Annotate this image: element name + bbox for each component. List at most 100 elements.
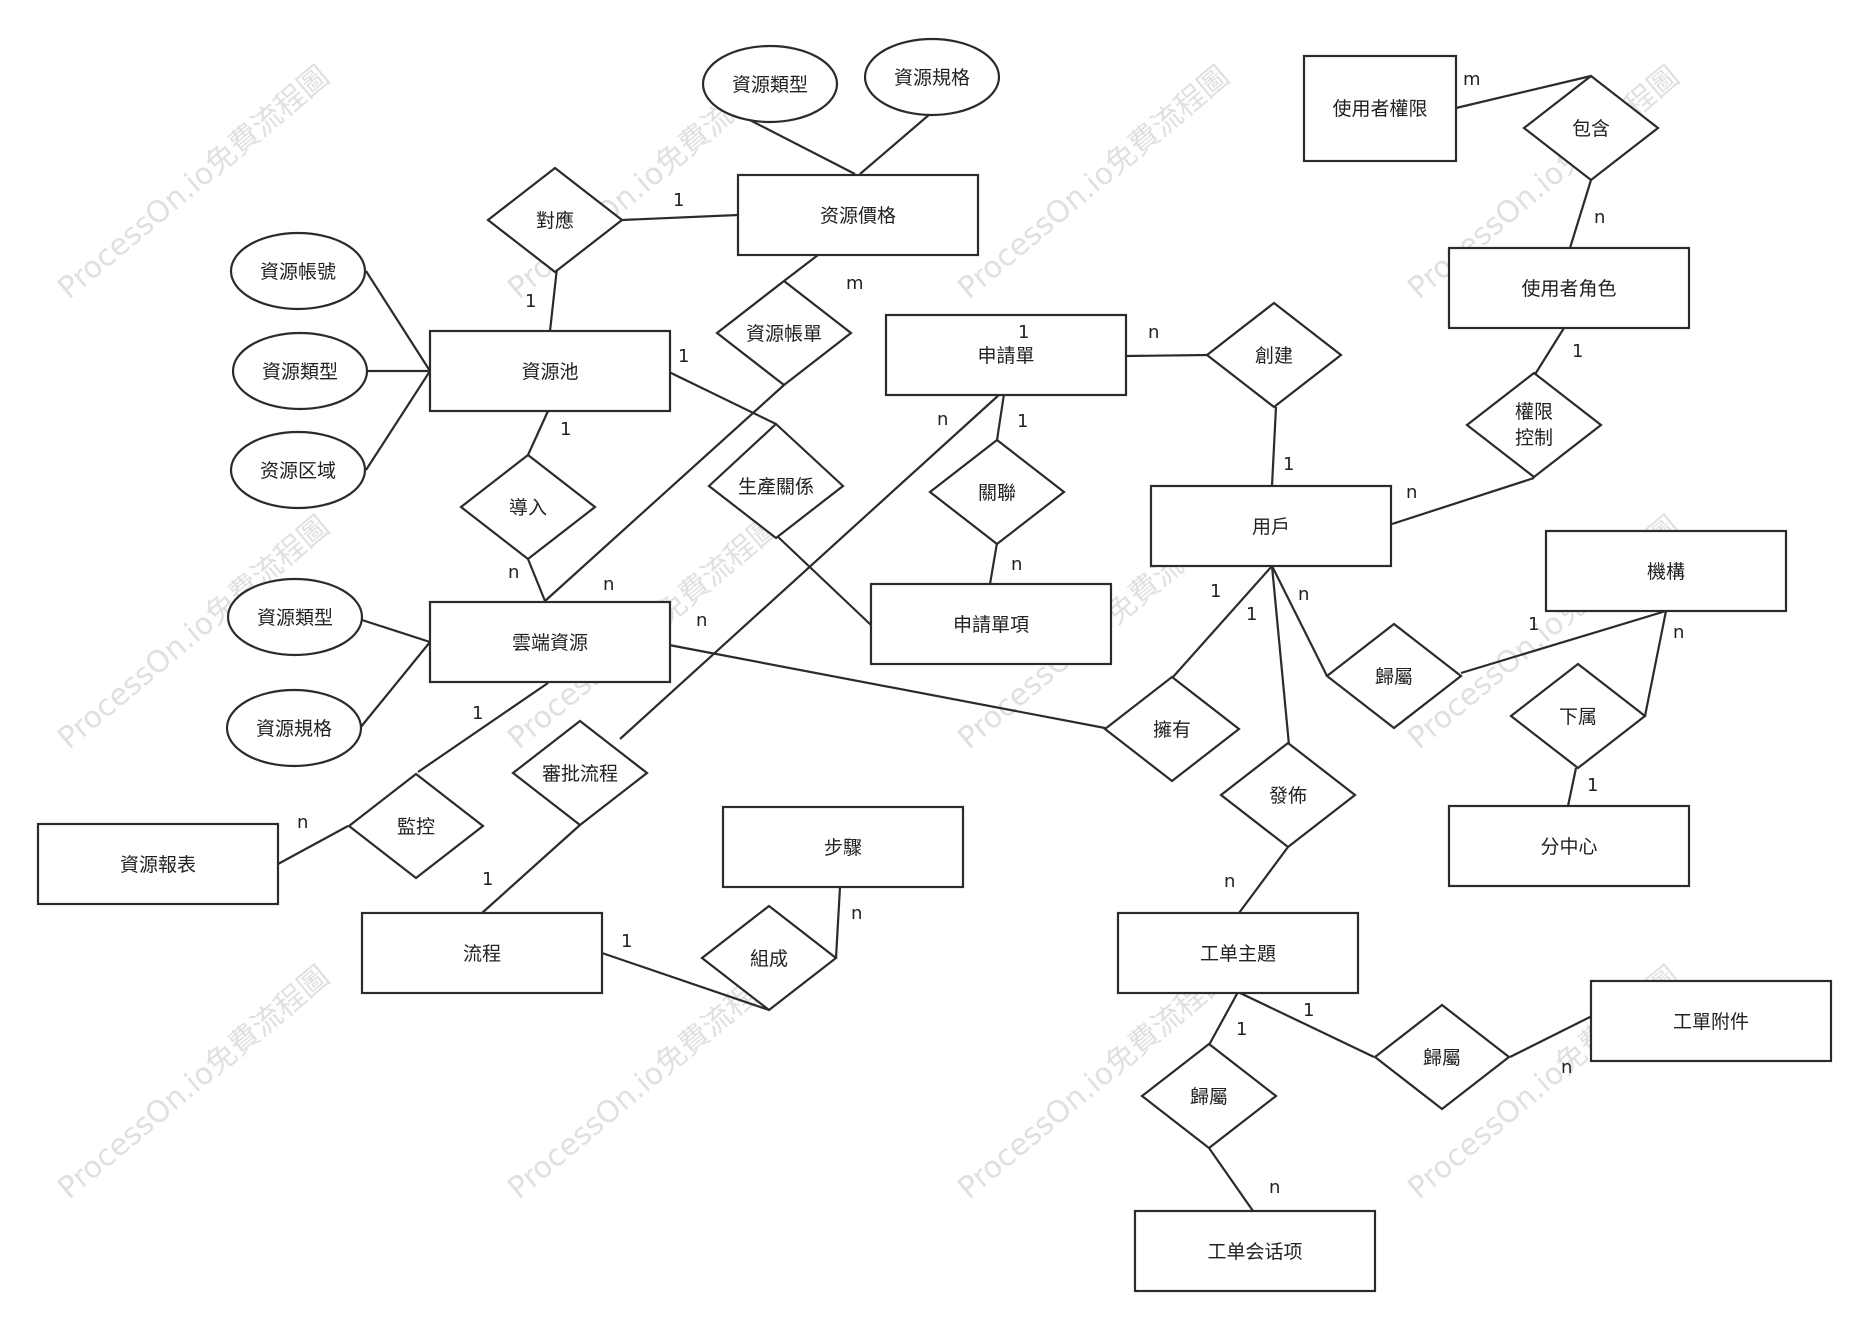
relationship-create[interactable]: 創建 — [1205, 301, 1343, 409]
entity-cloud-res[interactable]: 雲端資源 — [428, 600, 672, 684]
entity-app-item[interactable]: 申請單項 — [869, 582, 1113, 666]
entity-label: 流程 — [463, 943, 501, 965]
watermark-text: ProcessOn.io免費流程圖 — [51, 959, 336, 1206]
relationship-own[interactable]: 擁有 — [1103, 675, 1241, 783]
relationship-produce[interactable]: 生產關係 — [707, 422, 845, 540]
attribute-label: 資源規格 — [256, 718, 332, 740]
edge-duiying-price — [621, 213, 739, 222]
entity-label: 工单主題 — [1200, 943, 1276, 965]
edge-cloud-type — [361, 618, 431, 644]
entity-app-form[interactable]: 申請單 — [884, 313, 1128, 397]
relationship-perm-ctrl[interactable]: 權限 控制 — [1465, 371, 1603, 479]
entity-res-pool[interactable]: 資源池 — [428, 329, 672, 413]
entity-res-report[interactable]: 資源報表 — [36, 822, 280, 906]
edge-sub-branch — [1566, 767, 1578, 807]
edge-pool-account — [365, 270, 431, 372]
attribute-pool-account[interactable]: 資源帳號 — [229, 231, 367, 311]
relationship-assoc[interactable]: 關聯 — [928, 438, 1066, 546]
attribute-price-spec[interactable]: 資源規格 — [863, 37, 1001, 117]
cardinality-label: 1 — [482, 869, 493, 890]
edge-compose-process — [601, 951, 770, 1012]
relationship-label: 資源帳單 — [746, 323, 822, 345]
entity-org[interactable]: 機構 — [1544, 529, 1788, 613]
relationship-label: 擁有 — [1153, 719, 1191, 741]
edge-contain-role — [1568, 179, 1593, 249]
entity-user-perm[interactable]: 使用者權限 — [1302, 54, 1458, 163]
attribute-pool-type[interactable]: 資源類型 — [231, 331, 369, 411]
attribute-pool-region[interactable]: 资源区域 — [229, 430, 367, 510]
attribute-cloud-spec[interactable]: 資源規格 — [225, 688, 363, 768]
cardinality-label: 1 — [1017, 411, 1028, 432]
edge-produce-pool — [668, 371, 777, 425]
cardinality-label: n — [1406, 482, 1417, 503]
cardinality-label: n — [696, 610, 707, 631]
relationship-sub[interactable]: 下属 — [1509, 662, 1647, 770]
relationship-label: 審批流程 — [542, 763, 618, 785]
cardinality-label: 1 — [1572, 341, 1583, 362]
edge-price-type — [739, 114, 856, 175]
entity-step[interactable]: 步驟 — [721, 805, 965, 889]
cardinality-label: n — [1561, 1057, 1572, 1078]
edge-cloud-spec — [359, 641, 431, 729]
entity-ticket-topic[interactable]: 工单主題 — [1116, 911, 1360, 995]
relationship-compose[interactable]: 組成 — [700, 904, 838, 1012]
relationship-approval[interactable]: 審批流程 — [511, 719, 649, 827]
relationship-label: 生產關係 — [738, 476, 814, 498]
watermark-text: ProcessOn.io免費流程圖 — [501, 959, 786, 1206]
entity-rectangles: 资源價格 資源池 雲端資源 資源報表 流程 步驟 申請單 申請單項 — [36, 54, 1833, 1293]
attribute-price-type[interactable]: 資源類型 — [701, 44, 839, 124]
relationship-label: 創建 — [1255, 345, 1293, 367]
relationship-belong-session[interactable]: 歸屬 — [1140, 1042, 1278, 1150]
attribute-ellipses: 資源類型 資源規格 資源帳號 資源類型 资源区域 資源類型 資源規格 — [225, 37, 1001, 768]
edge-create-form — [1125, 353, 1209, 358]
entity-label: 步驟 — [824, 837, 862, 859]
entity-label: 分中心 — [1540, 836, 1597, 858]
entity-res-price[interactable]: 资源價格 — [736, 173, 980, 257]
cardinality-label: 1 — [472, 703, 483, 724]
edge-belong-org-org — [1460, 609, 1667, 675]
relationship-label: 歸屬 — [1190, 1086, 1228, 1108]
edge-publish-topic — [1238, 846, 1289, 914]
relationship-contain[interactable]: 包含 — [1522, 74, 1660, 182]
entity-user-role[interactable]: 使用者角色 — [1447, 246, 1691, 330]
attribute-label: 資源類型 — [257, 607, 333, 629]
relationship-belong-org[interactable]: 歸屬 — [1325, 622, 1463, 730]
relationship-import[interactable]: 導入 — [459, 453, 597, 561]
entity-process[interactable]: 流程 — [360, 911, 604, 995]
entity-label: 申請單項 — [953, 614, 1029, 636]
attribute-label: 資源類型 — [732, 74, 808, 96]
cardinality-label: n — [937, 409, 948, 430]
relationship-belong-attach[interactable]: 歸屬 — [1373, 1003, 1511, 1111]
entity-ticket-session[interactable]: 工单会话项 — [1133, 1209, 1377, 1293]
entity-label: 使用者角色 — [1521, 278, 1616, 300]
edge-assoc-form — [995, 393, 1006, 441]
edge-belong-org-user — [1271, 565, 1328, 677]
relationship-label: 導入 — [509, 497, 547, 519]
cardinality-label: n — [1298, 584, 1309, 605]
entity-ticket-attach[interactable]: 工單附件 — [1589, 979, 1833, 1063]
relationship-label: 下属 — [1559, 706, 1597, 728]
edge-monitor-report — [277, 825, 349, 865]
entity-label: 用戶 — [1252, 516, 1290, 538]
edge-sub-org — [1643, 610, 1668, 717]
entity-branch[interactable]: 分中心 — [1447, 804, 1691, 888]
cardinality-label: n — [1148, 322, 1159, 343]
edge-pool-region — [365, 370, 431, 471]
cardinality-label: 1 — [560, 419, 571, 440]
cardinality-label: n — [1673, 622, 1684, 643]
edge-produce-item — [775, 534, 872, 626]
edge-perm-role — [1533, 327, 1565, 377]
relationship-label: 歸屬 — [1423, 1047, 1461, 1069]
relationship-label-line2: 控制 — [1515, 427, 1553, 449]
edge-import-cloud — [526, 558, 547, 602]
attribute-cloud-type[interactable]: 資源類型 — [226, 577, 364, 657]
relationship-account-bill[interactable]: 資源帳單 — [715, 279, 853, 387]
relationship-duiying[interactable]: 對應 — [486, 166, 624, 274]
relationship-label: 歸屬 — [1375, 666, 1413, 688]
entity-user[interactable]: 用戶 — [1149, 484, 1393, 568]
cardinality-label: 1 — [621, 931, 632, 952]
relationship-monitor[interactable]: 監控 — [347, 772, 485, 880]
connector-lines — [277, 74, 1668, 1212]
relationship-publish[interactable]: 發佈 — [1219, 741, 1357, 849]
